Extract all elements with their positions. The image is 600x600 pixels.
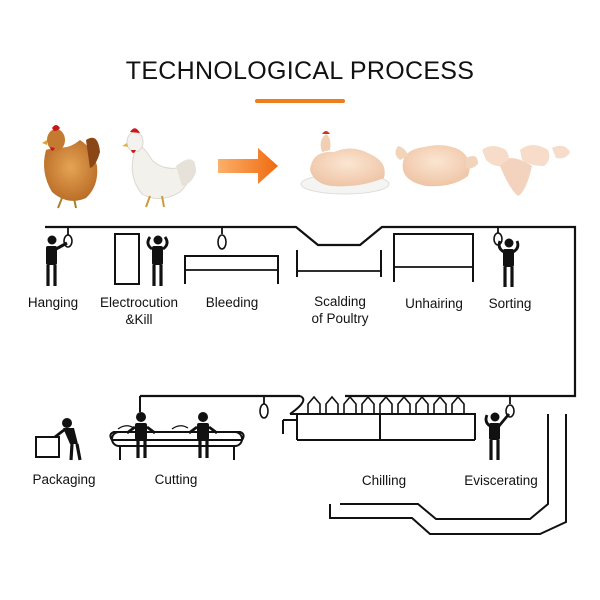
label-eviscerating: Eviscerating xyxy=(464,473,538,488)
cutting-worker-1-icon xyxy=(126,412,156,458)
packaging-worker-icon xyxy=(54,418,82,461)
brown-hen-image xyxy=(42,125,100,209)
label-bleeding: Bleeding xyxy=(205,295,259,310)
label-unhairing: Unhairing xyxy=(405,296,463,311)
page-title: TECHNOLOGICAL PROCESS xyxy=(125,57,475,85)
white-rooster-image xyxy=(122,128,196,208)
sorting-worker-icon xyxy=(493,227,520,287)
hanging-worker-icon xyxy=(46,227,73,286)
chicken-parts-image xyxy=(482,145,570,196)
arrow-icon xyxy=(218,148,278,184)
label-kill: &Kill xyxy=(125,312,153,327)
scalding-tank-icon xyxy=(296,250,382,277)
return-trough-outer-line xyxy=(329,414,567,535)
eviscerating-worker-icon xyxy=(484,396,515,460)
plucked-chicken-on-plate-image xyxy=(300,131,390,195)
cutting-worker-2-icon xyxy=(188,412,218,458)
packaging-box-icon xyxy=(35,436,60,458)
label-scalding: Scalding xyxy=(314,294,366,309)
top-conveyor-line xyxy=(45,225,577,398)
label-of-poultry: of Poultry xyxy=(311,311,369,326)
chilling-tank-icon xyxy=(282,413,476,441)
return-trough-line xyxy=(340,414,549,520)
label-packaging: Packaging xyxy=(32,472,96,487)
unhairing-machine-icon xyxy=(393,233,474,282)
bleeding-trough-icon xyxy=(184,227,279,284)
hook-icon xyxy=(259,396,269,419)
label-sorting: Sorting xyxy=(488,296,532,311)
electrocution-tank-icon xyxy=(114,233,140,285)
title-underline xyxy=(255,99,345,103)
label-electrocution: Electrocution xyxy=(99,295,179,310)
label-chilling: Chilling xyxy=(361,473,407,488)
label-hanging: Hanging xyxy=(27,295,79,310)
chilling-hooks-icon xyxy=(307,395,465,414)
cutting-table-icon xyxy=(109,425,245,460)
label-cutting: Cutting xyxy=(154,472,198,487)
kill-worker-icon xyxy=(146,235,169,286)
whole-raw-chicken-image xyxy=(395,145,478,187)
